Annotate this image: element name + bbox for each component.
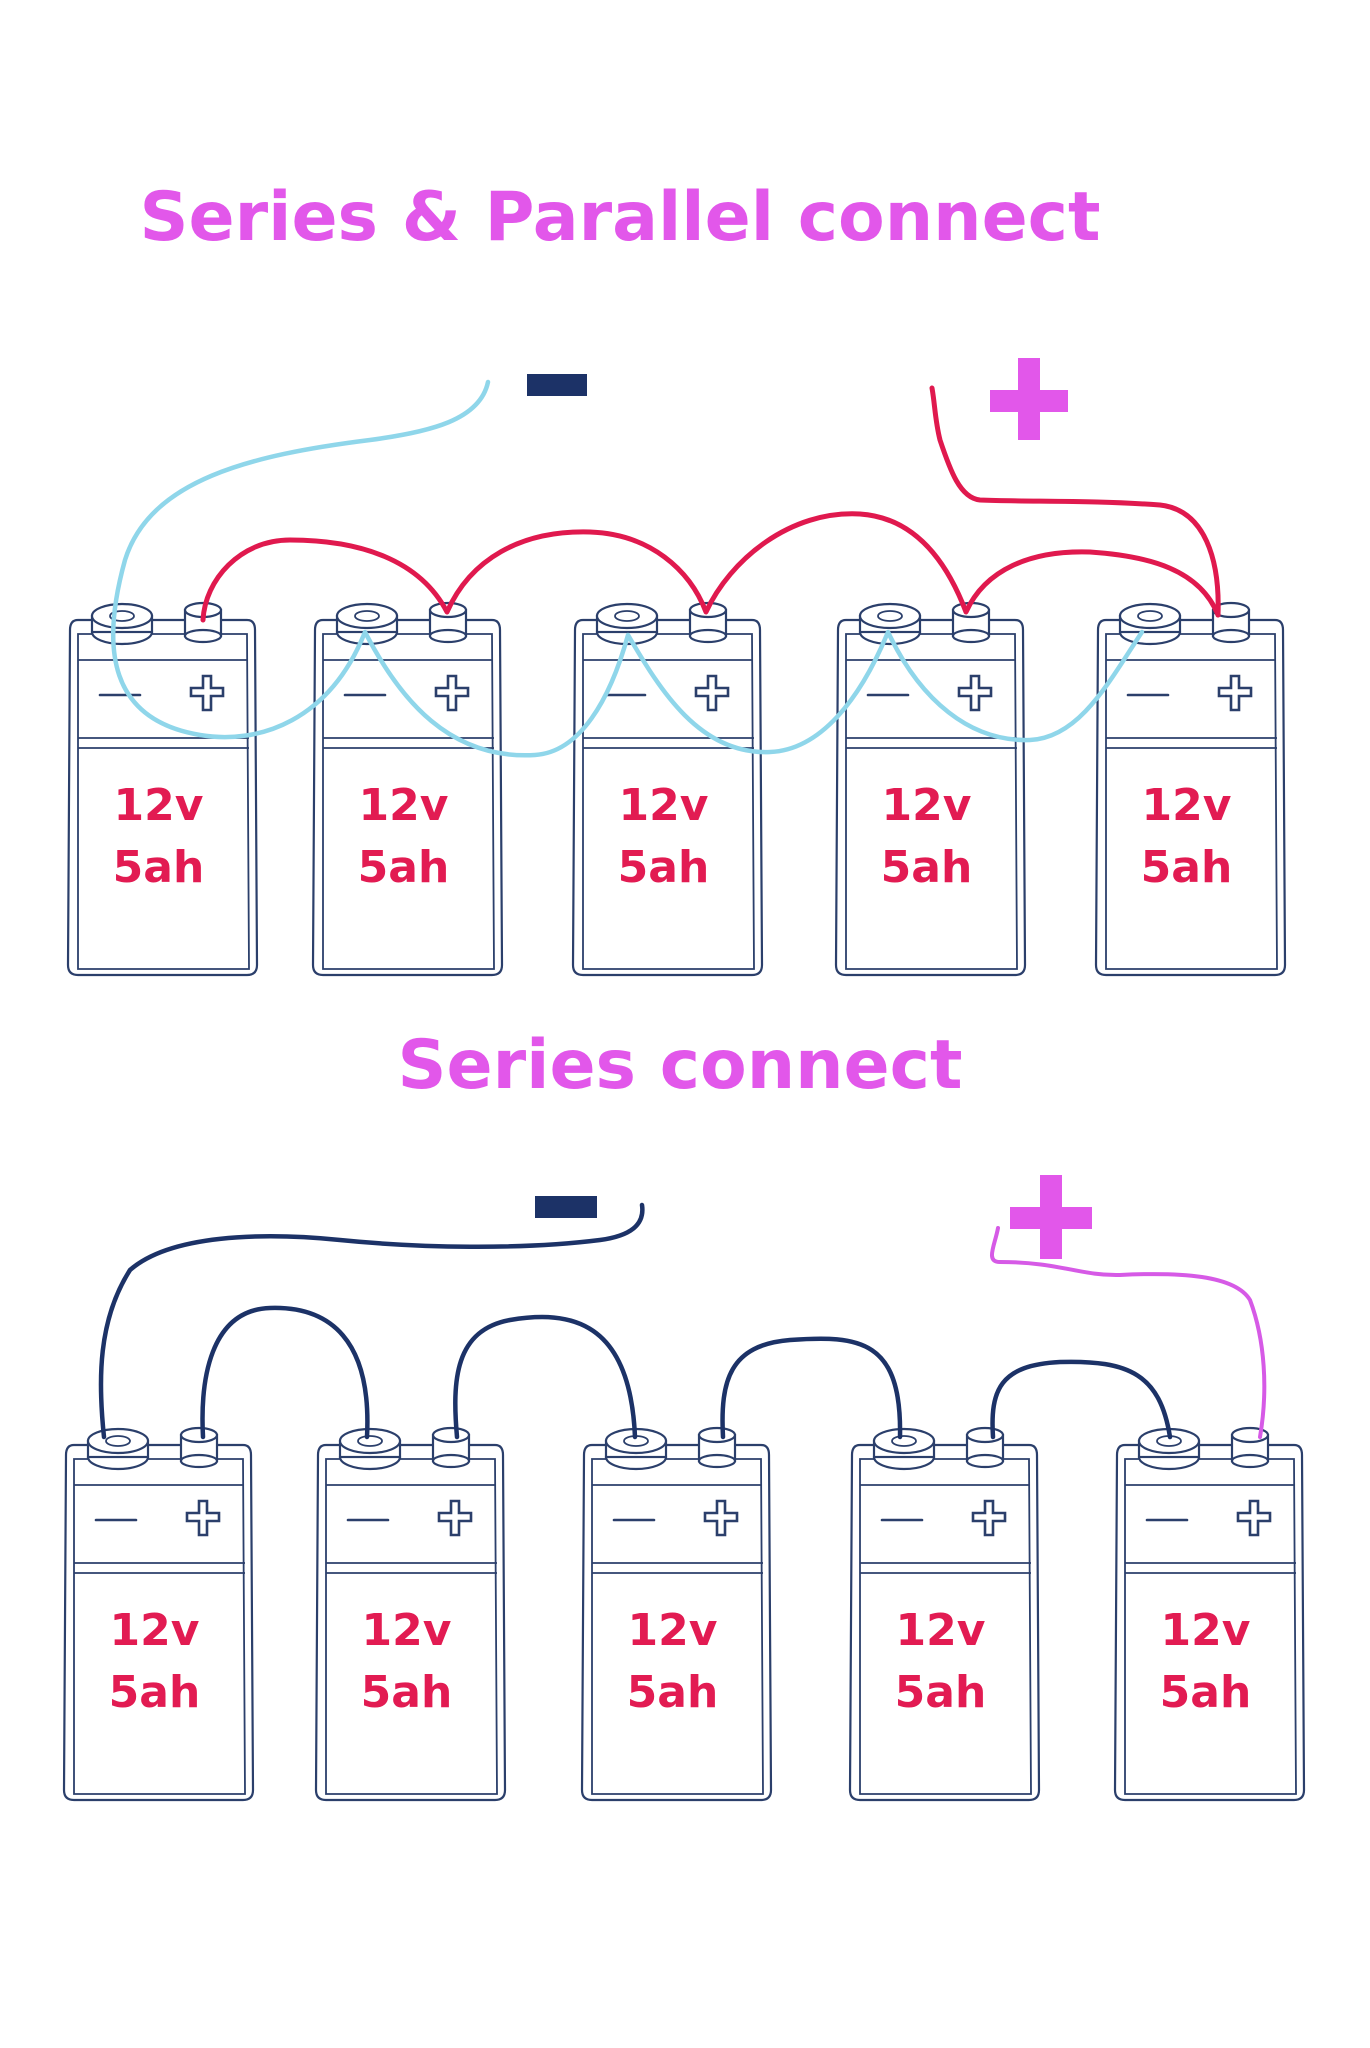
battery-capacity-label: 5ah bbox=[109, 1667, 201, 1718]
plus-glyph-icon bbox=[957, 674, 993, 712]
battery-capacity-label: 5ah bbox=[895, 1667, 987, 1718]
title-series: Series connect bbox=[398, 1026, 963, 1105]
battery-voltage-label: 12v bbox=[359, 780, 449, 831]
positive-terminal bbox=[1230, 1426, 1270, 1469]
positive-terminal bbox=[1211, 601, 1251, 644]
battery-capacity-label: 5ah bbox=[618, 842, 710, 893]
battery-capacity-label: 5ah bbox=[1141, 842, 1233, 893]
positive-terminal bbox=[179, 1426, 219, 1469]
negative-sign-series bbox=[535, 1196, 597, 1218]
battery-voltage-label: 12v bbox=[1161, 1605, 1251, 1656]
plus-glyph-icon bbox=[703, 1499, 739, 1537]
plus-glyph-icon bbox=[694, 674, 730, 712]
series-negative-lead bbox=[98, 1202, 645, 1440]
negative-terminal bbox=[90, 602, 154, 646]
plus-glyph-icon bbox=[434, 674, 470, 712]
negative-parallel-wire bbox=[110, 379, 1145, 758]
negative-terminal bbox=[604, 1427, 668, 1471]
plus-glyph-icon bbox=[437, 1499, 473, 1537]
positive-terminal bbox=[951, 601, 991, 644]
battery-capacity-label: 5ah bbox=[361, 1667, 453, 1718]
positive-terminal bbox=[431, 1426, 471, 1469]
plus-glyph-icon bbox=[1217, 674, 1253, 712]
negative-terminal bbox=[338, 1427, 402, 1471]
positive-terminal bbox=[965, 1426, 1005, 1469]
positive-terminal bbox=[688, 601, 728, 644]
negative-terminal bbox=[872, 1427, 936, 1471]
series-link-1-2 bbox=[200, 1305, 370, 1440]
battery-voltage-label: 12v bbox=[896, 1605, 986, 1656]
positive-parallel-lead bbox=[929, 385, 1221, 618]
negative-terminal bbox=[1137, 1427, 1201, 1471]
negative-terminal bbox=[595, 602, 659, 646]
positive-parallel-wire bbox=[200, 511, 1221, 623]
positive-terminal bbox=[697, 1426, 737, 1469]
battery-capacity-label: 5ah bbox=[627, 1667, 719, 1718]
positive-sign-series bbox=[1010, 1175, 1092, 1259]
battery-voltage-label: 12v bbox=[110, 1605, 200, 1656]
battery-voltage-label: 12v bbox=[882, 780, 972, 831]
series-positive-lead bbox=[989, 1226, 1267, 1439]
wires-series bbox=[98, 1202, 1267, 1440]
battery-voltage-label: 12v bbox=[362, 1605, 452, 1656]
battery-capacity-label: 5ah bbox=[881, 842, 973, 893]
title-series-parallel: Series & Parallel connect bbox=[140, 178, 1101, 257]
plus-glyph-icon bbox=[971, 1499, 1007, 1537]
series-link-3-4 bbox=[720, 1336, 903, 1440]
battery-capacity-label: 5ah bbox=[113, 842, 205, 893]
battery-voltage-label: 12v bbox=[628, 1605, 718, 1656]
battery-capacity-label: 5ah bbox=[1160, 1667, 1252, 1718]
battery-voltage-label: 12v bbox=[619, 780, 709, 831]
series-link-4-5 bbox=[990, 1359, 1173, 1440]
wires-series-parallel bbox=[110, 379, 1221, 758]
plus-glyph-icon bbox=[185, 1499, 221, 1537]
negative-terminal bbox=[86, 1427, 150, 1471]
negative-terminal bbox=[1118, 602, 1182, 646]
plus-glyph-icon bbox=[189, 674, 225, 712]
battery-voltage-label: 12v bbox=[1142, 780, 1232, 831]
series-link-2-3 bbox=[453, 1314, 638, 1440]
positive-terminal bbox=[428, 601, 468, 644]
plus-glyph-icon bbox=[1236, 1499, 1272, 1537]
battery-voltage-label: 12v bbox=[114, 780, 204, 831]
positive-sign-series-parallel bbox=[990, 358, 1068, 440]
battery-capacity-label: 5ah bbox=[358, 842, 450, 893]
negative-sign-series-parallel bbox=[527, 374, 587, 396]
